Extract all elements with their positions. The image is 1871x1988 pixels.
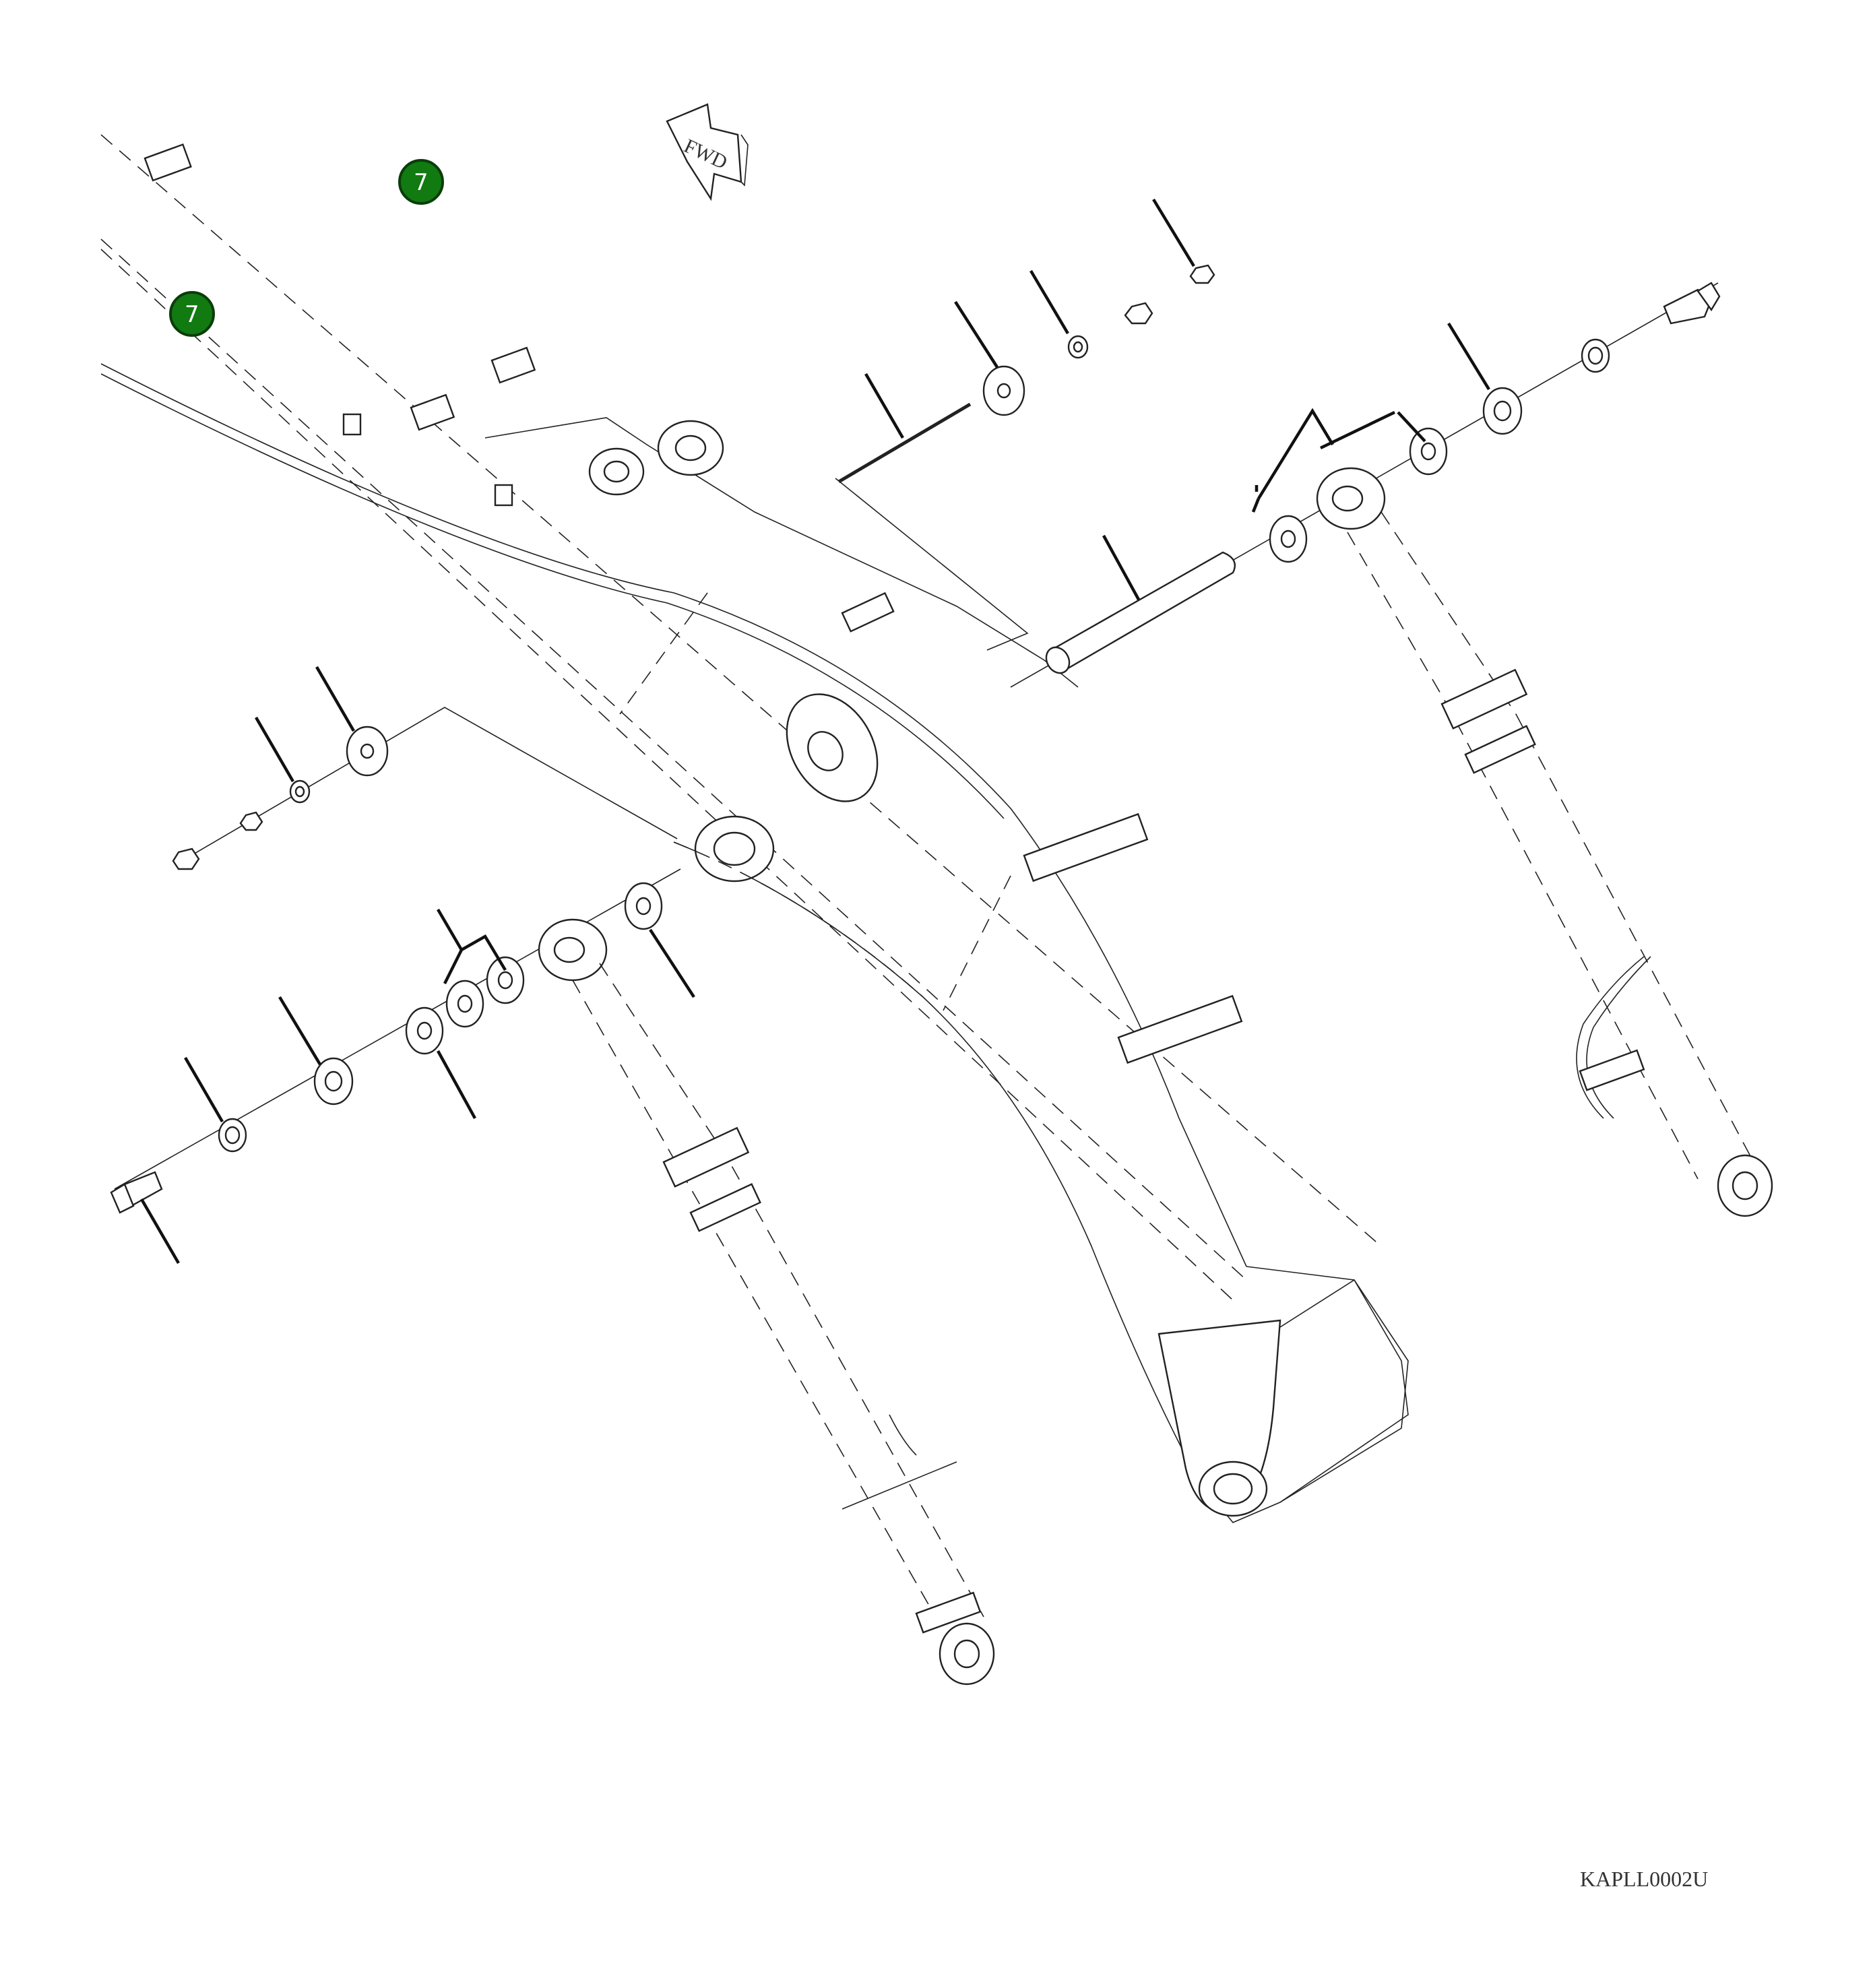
left-hydraulic-cylinder [538,918,995,1686]
callout-badge-7-lower[interactable]: 7 [169,291,215,337]
right-hydraulic-cylinder [1316,467,1773,1217]
callout-label: 7 [185,301,199,328]
boom-arm [100,134,1409,1523]
lower-pin-assembly [110,707,681,1214]
leader-lines [140,198,1490,1264]
drawing-code-label: KAPLL0002U [1580,1867,1708,1891]
callout-badge-7-upper[interactable]: 7 [398,159,444,205]
upper-pin-assembly [835,264,1721,688]
callout-label: 7 [414,169,429,196]
fwd-direction-arrow: FWD [666,103,749,201]
